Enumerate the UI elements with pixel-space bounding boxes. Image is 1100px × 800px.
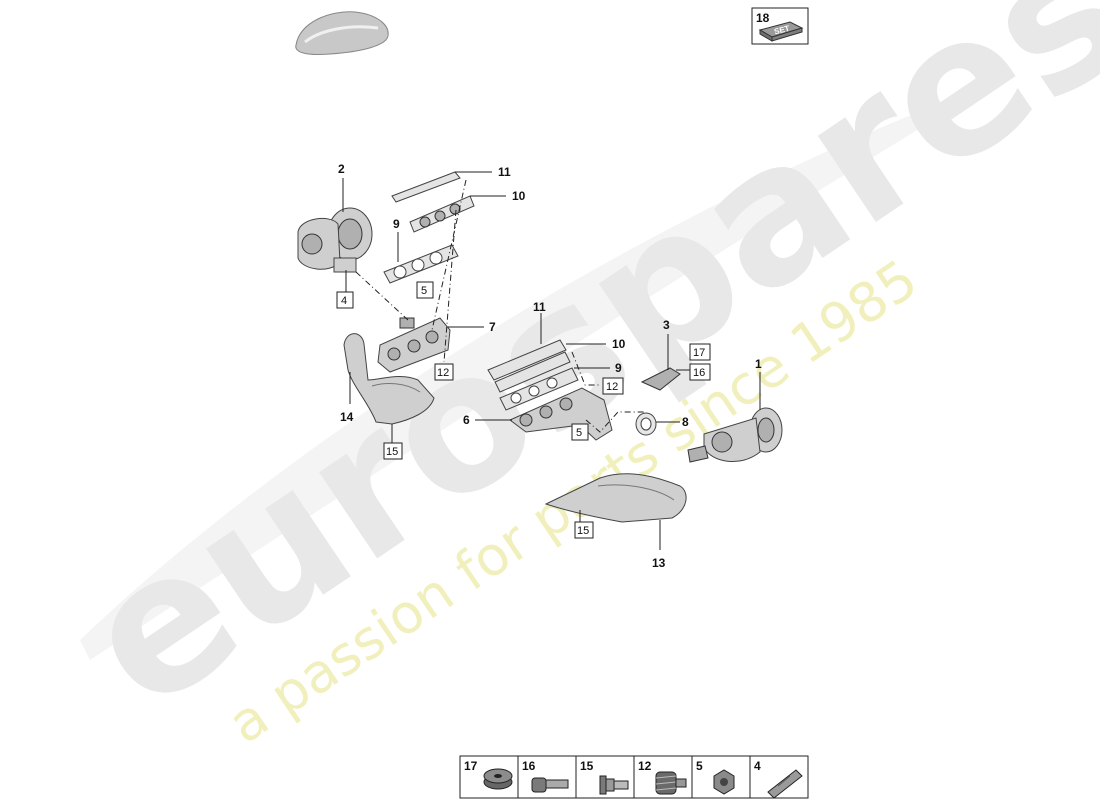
hardware-cell-4[interactable]: 4 [749, 755, 809, 799]
bracket-3[interactable] [640, 367, 681, 391]
set-badge[interactable]: 18 SET [751, 7, 809, 45]
callout-14: 14 [340, 410, 354, 424]
gasket-10-left[interactable] [409, 195, 475, 233]
bolt-icon [531, 777, 569, 793]
callout-9-left: 9 [393, 217, 400, 231]
hardware-cell-5[interactable]: 5 [691, 755, 751, 799]
ref-box-16 [689, 363, 711, 381]
hardware-label-5: 5 [696, 759, 703, 773]
ref-box-5-left [416, 281, 434, 299]
callout-6: 6 [463, 413, 470, 427]
callout-11-right: 11 [533, 300, 546, 314]
exhaust-manifold-7[interactable] [377, 317, 451, 373]
callout-10-right: 10 [612, 337, 626, 351]
hardware-cell-17[interactable]: 17 [459, 755, 519, 799]
gasket-9-right[interactable] [499, 367, 579, 411]
set-badge-label: SET [773, 24, 790, 37]
gasket-ring-8[interactable] [635, 412, 657, 436]
spring-icon [655, 771, 687, 795]
hardware-strip: 17 16 15 12 [459, 755, 809, 799]
ref-box-17-label: 17 [693, 347, 705, 359]
gasket-11-left[interactable] [391, 171, 461, 203]
stud-icon [767, 769, 803, 799]
ref-box-16-label: 16 [693, 367, 705, 379]
gasket-10-right[interactable] [494, 351, 571, 393]
callout-10-left: 10 [512, 189, 526, 203]
callout-2: 2 [338, 162, 345, 176]
hardware-label-16: 16 [522, 759, 536, 773]
ref-box-12-left [434, 363, 454, 381]
ref-box-15-right-label: 15 [577, 525, 589, 537]
ref-box-15-left-label: 15 [386, 446, 398, 458]
callout-9-right: 9 [615, 361, 622, 375]
callout-7: 7 [489, 320, 496, 334]
hardware-label-17: 17 [464, 759, 478, 773]
ref-box-17 [689, 343, 711, 361]
ref-box-15-right [574, 521, 594, 539]
turbocharger-left[interactable] [297, 207, 373, 273]
ref-box-12-right-label: 12 [606, 381, 618, 393]
ref-box-5-right [571, 423, 589, 441]
set-package-icon [758, 21, 804, 42]
callout-1: 1 [755, 357, 762, 371]
washer-icon [483, 768, 513, 790]
ref-box-5-left-label: 5 [421, 285, 427, 297]
heat-shield-13[interactable] [544, 473, 687, 523]
hardware-label-12: 12 [638, 759, 652, 773]
car-silhouette-icon [295, 11, 389, 55]
gasket-11-right[interactable] [487, 339, 567, 381]
ref-box-5-right-label: 5 [576, 427, 582, 439]
callout-8: 8 [682, 415, 689, 429]
hardware-cell-16[interactable]: 16 [517, 755, 577, 799]
hardware-cell-15[interactable]: 15 [575, 755, 635, 799]
ref-box-12-left-label: 12 [437, 367, 449, 379]
flange-bolt-icon [599, 775, 629, 795]
callout-13: 13 [652, 556, 666, 570]
heat-shield-14[interactable] [343, 333, 435, 425]
set-badge-number: 18 [756, 11, 770, 25]
turbocharger-right[interactable] [687, 407, 783, 463]
nut-icon [713, 769, 735, 795]
gasket-9-left[interactable] [383, 244, 459, 284]
hardware-cell-12[interactable]: 12 [633, 755, 693, 799]
ref-box-12-right [602, 377, 624, 395]
hardware-label-4: 4 [754, 759, 761, 773]
ref-box-4-label: 4 [341, 295, 347, 307]
callout-3: 3 [663, 318, 670, 332]
hardware-label-15: 15 [580, 759, 594, 773]
ref-box-15-left [383, 442, 403, 460]
ref-box-4 [336, 291, 354, 309]
callout-11-left: 11 [498, 165, 511, 179]
